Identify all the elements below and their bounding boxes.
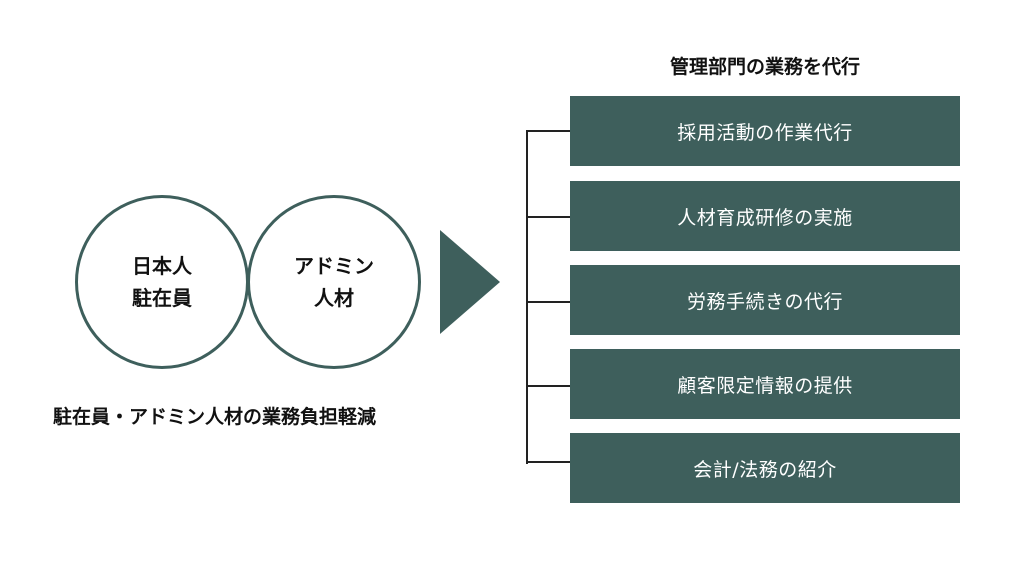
bracket-tick-4 bbox=[526, 385, 570, 387]
service-box-labor-procedures: 労務手続きの代行 bbox=[570, 265, 960, 335]
circle-japanese-expats: 日本人 駐在員 bbox=[75, 195, 249, 369]
service-box-training: 人材育成研修の実施 bbox=[570, 181, 960, 251]
service-box-accounting-legal: 会計/法務の紹介 bbox=[570, 433, 960, 503]
caption-workload-reduction: 駐在員・アドミン人材の業務負担軽減 bbox=[53, 406, 377, 428]
right-arrow-icon bbox=[440, 230, 500, 334]
service-box-recruiting: 採用活動の作業代行 bbox=[570, 96, 960, 166]
bracket-tick-5 bbox=[526, 461, 570, 463]
services-title: 管理部門の業務を代行 bbox=[669, 56, 860, 78]
circle-right-line2: 人材 bbox=[314, 286, 354, 310]
bracket-tick-2 bbox=[526, 216, 570, 218]
bracket-tick-1 bbox=[526, 130, 570, 132]
circle-left-line2: 駐在員 bbox=[132, 286, 192, 310]
circle-left-line1: 日本人 bbox=[132, 254, 192, 278]
bracket-tick-3 bbox=[526, 301, 570, 303]
bracket-vertical-line bbox=[526, 131, 528, 464]
circle-right-line1: アドミン bbox=[294, 254, 374, 278]
circle-admin-staff: アドミン 人材 bbox=[247, 195, 421, 369]
service-box-client-info: 顧客限定情報の提供 bbox=[570, 349, 960, 419]
